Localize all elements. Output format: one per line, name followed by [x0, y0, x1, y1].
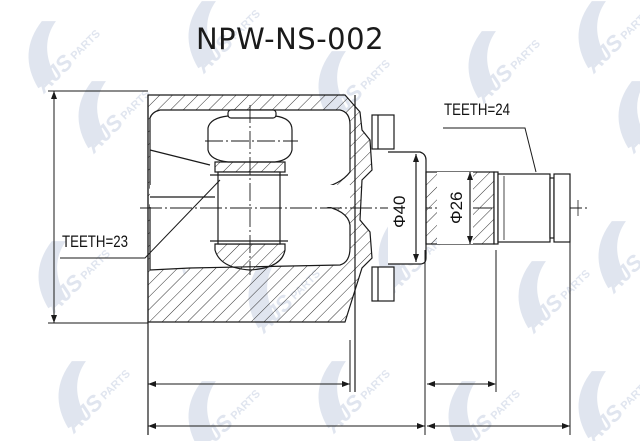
shaft-diameter-dimension: Φ26: [447, 191, 466, 224]
dimension-arrows: [51, 91, 570, 429]
outer-diameter-dimension: Φ40: [390, 195, 409, 228]
part-number-title: NPW-NS-002: [195, 22, 385, 56]
stub-shaft: [425, 171, 579, 245]
housing-section: [140, 94, 590, 435]
outer-teeth-label: TEETH=24: [444, 100, 510, 119]
dimension-lines: [48, 90, 571, 435]
leader-lines: [60, 127, 537, 259]
clamp-rings: [371, 114, 395, 302]
shaft-shoulder: [388, 151, 427, 265]
inner-teeth-label: TEETH=23: [62, 232, 128, 251]
